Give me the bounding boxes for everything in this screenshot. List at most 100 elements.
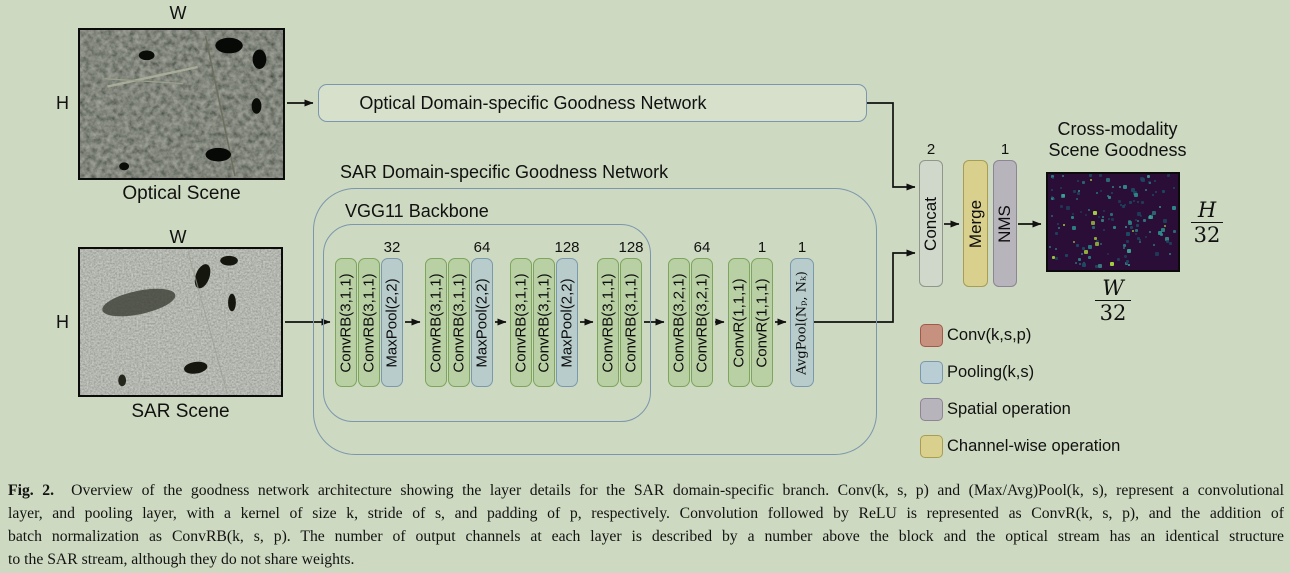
optical-scene-texture	[80, 30, 283, 178]
goodness-dot	[1099, 174, 1102, 177]
block-2-conv: ConvRB(3,1,1)	[358, 258, 380, 387]
block-label: ConvRB(3,1,1)	[623, 273, 640, 372]
block-label: ConvRB(3,1,1)	[536, 273, 553, 372]
legend-item-pooling: Pooling(k,s)	[920, 361, 1180, 385]
goodness-dot	[1167, 174, 1170, 177]
goodness-dot	[1079, 263, 1081, 265]
legend-swatch-pooling	[920, 361, 943, 384]
channel-count: 1	[777, 239, 827, 256]
legend-label-channel: Channel-wise operation	[947, 437, 1120, 456]
head-label: NMS	[995, 205, 1015, 243]
sar-width-label: W	[160, 227, 196, 248]
goodness-dot	[1132, 230, 1134, 232]
goodness-dot	[1100, 190, 1102, 192]
goodness-dot	[1051, 196, 1053, 198]
goodness-dot	[1149, 231, 1151, 233]
goodness-dot	[1110, 262, 1114, 266]
goodness-dot	[1152, 211, 1156, 215]
goodness-dot	[1126, 232, 1130, 236]
goodness-dot	[1082, 263, 1086, 267]
goodness-dot	[1052, 256, 1055, 259]
block-label: ConvRB(3,1,1)	[361, 273, 378, 372]
output-title: Cross-modality Scene Goodness	[1040, 119, 1195, 161]
block-label: ConvRB(3,1,1)	[451, 273, 468, 372]
goodness-dot	[1155, 191, 1157, 193]
goodness-dot	[1126, 240, 1129, 243]
optical-height-label: H	[56, 93, 69, 114]
goodness-dot	[1077, 192, 1080, 195]
goodness-dot	[1123, 247, 1125, 249]
channel-count: 128	[606, 239, 656, 256]
channel-count: 64	[677, 239, 727, 256]
goodness-dot	[1162, 190, 1165, 193]
goodness-dot	[1135, 233, 1137, 235]
output-title-line2: Scene Goodness	[1040, 140, 1195, 161]
goodness-dot	[1095, 265, 1098, 268]
goodness-dot	[1164, 225, 1166, 227]
goodness-dot	[1102, 216, 1104, 218]
optical-scene-caption: Optical Scene	[78, 183, 285, 205]
goodness-dot	[1055, 248, 1057, 250]
block-14-conv: ConvR(1,1,1)	[728, 258, 750, 387]
block-label: ConvRB(3,1,1)	[338, 273, 355, 372]
width-fraction: W 32	[1094, 276, 1132, 326]
legend-label-conv: Conv(k,s,p)	[947, 326, 1031, 345]
goodness-dot	[1095, 242, 1099, 246]
goodness-dot	[1137, 212, 1141, 216]
block-4-conv: ConvRB(3,1,1)	[425, 258, 447, 387]
goodness-dot	[1128, 220, 1131, 223]
goodness-dot	[1113, 226, 1116, 229]
head-count-concat: 2	[906, 141, 956, 158]
goodness-dot	[1154, 180, 1156, 182]
goodness-dot	[1125, 226, 1127, 228]
goodness-dot	[1137, 220, 1139, 222]
sar-scene-caption: SAR Scene	[78, 401, 283, 423]
goodness-dot	[1088, 209, 1090, 211]
goodness-dot	[1111, 192, 1113, 194]
goodness-dot	[1089, 174, 1092, 177]
block-label: MaxPool(2,2)	[559, 278, 576, 367]
legend-swatch-channel	[920, 435, 943, 458]
goodness-dot	[1093, 211, 1097, 215]
goodness-dot	[1173, 230, 1176, 233]
sar-height-label: H	[56, 312, 69, 333]
goodness-dot	[1120, 204, 1122, 206]
goodness-dot	[1100, 243, 1102, 245]
goodness-dot	[1163, 219, 1167, 223]
goodness-dot	[1096, 192, 1098, 194]
goodness-dot	[1169, 253, 1171, 255]
goodness-dot	[1139, 241, 1141, 243]
goodness-dot	[1090, 179, 1092, 181]
width-fraction-numerator: W	[1095, 276, 1131, 301]
goodness-dot	[1053, 198, 1055, 200]
block-15-conv: ConvR(1,1,1)	[751, 258, 773, 387]
goodness-dot	[1077, 180, 1079, 182]
goodness-dot	[1081, 253, 1083, 255]
goodness-dot	[1131, 188, 1135, 192]
goodness-dot	[1088, 245, 1092, 249]
goodness-dot	[1159, 206, 1161, 208]
legend-item-channel: Channel-wise operation	[920, 435, 1180, 459]
goodness-dot	[1098, 264, 1102, 268]
goodness-dot	[1072, 226, 1076, 230]
goodness-dot	[1161, 228, 1165, 232]
goodness-dot	[1172, 206, 1176, 210]
goodness-dot	[1091, 221, 1095, 225]
goodness-dot	[1084, 250, 1088, 254]
goodness-dot	[1145, 236, 1147, 238]
goodness-dot	[1130, 226, 1133, 229]
block-10-conv: ConvRB(3,1,1)	[597, 258, 619, 387]
goodness-dot	[1152, 194, 1154, 196]
goodness-dot	[1122, 205, 1125, 208]
goodness-dot	[1133, 200, 1135, 202]
legend-item-spatial: Spatial operation	[920, 398, 1180, 422]
block-label: ConvRB(3,2,1)	[671, 273, 688, 372]
goodness-dot	[1085, 214, 1087, 216]
goodness-dot	[1080, 211, 1082, 213]
block-label: ConvRB(3,1,1)	[513, 273, 530, 372]
goodness-dot	[1126, 260, 1129, 263]
goodness-dot	[1075, 262, 1077, 264]
goodness-dot	[1092, 226, 1095, 229]
height-fraction-numerator: H	[1191, 198, 1223, 223]
optical-width-label: W	[160, 3, 196, 24]
